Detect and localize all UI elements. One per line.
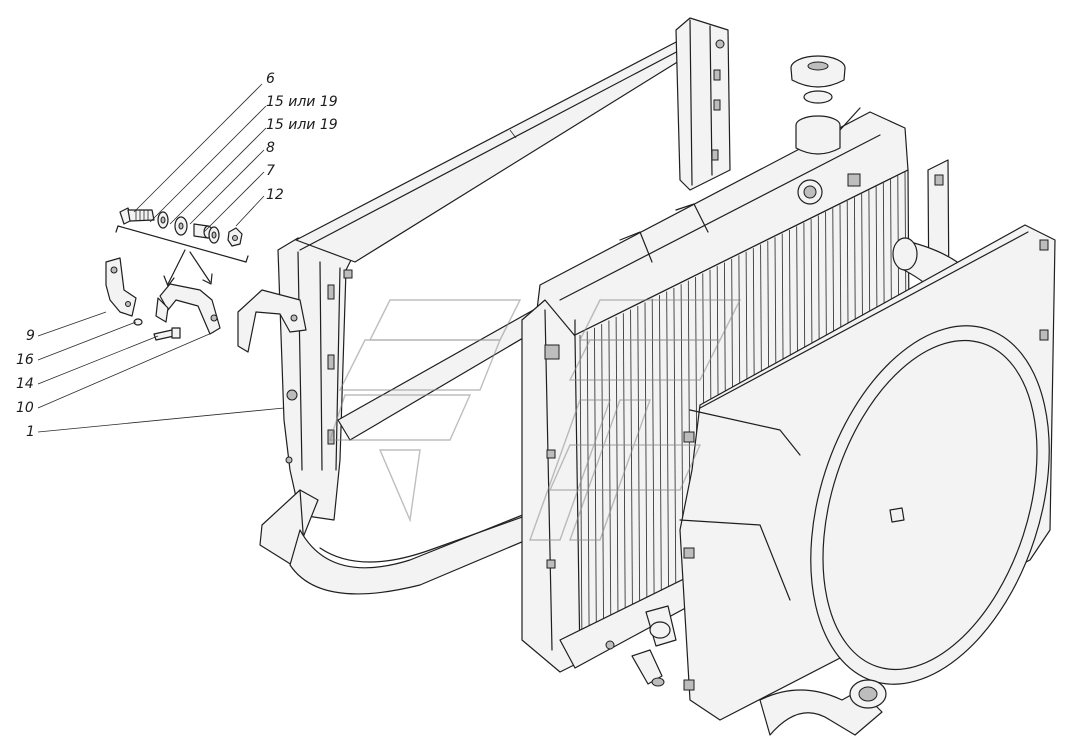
callout-labels: 6 15 или 19 15 или 19 8 7 12 9 16 14 10 … [16, 71, 338, 440]
radiator-cap [790, 55, 846, 104]
callout-15-or-19-a: 15 или 19 [266, 94, 338, 110]
radiator-fin-line [615, 316, 619, 636]
callout-14: 14 [16, 376, 34, 392]
callout-9: 9 [26, 328, 35, 344]
callout-12: 12 [266, 187, 284, 203]
radiator-fin-line [601, 324, 605, 644]
callout-6: 6 [266, 71, 275, 87]
radiator-fin-line [637, 306, 641, 625]
screw-14 [153, 327, 181, 341]
radiator-fin-line [666, 291, 670, 610]
bracket-9 [105, 257, 137, 317]
radiator-fin-line [673, 287, 677, 606]
callout-8: 8 [266, 140, 275, 156]
radiator-fin-line [579, 334, 583, 656]
radiator-fin-line [586, 331, 590, 652]
radiator-fin-line [658, 295, 662, 613]
radiator-fin-line [608, 320, 612, 640]
radiator-fin-line [644, 302, 648, 621]
watermark-logo [329, 299, 742, 541]
fastener-stack [115, 207, 249, 287]
leader-lines [37, 83, 285, 433]
fan-shroud [679, 224, 1056, 721]
callout-7: 7 [266, 163, 275, 179]
bracket-10 [155, 283, 221, 335]
mounting-plate [237, 289, 307, 353]
callout-1: 1 [26, 424, 35, 440]
callout-16: 16 [16, 352, 34, 368]
callout-15-or-19-b: 15 или 19 [266, 117, 338, 133]
radiator-fin-line [593, 327, 597, 648]
drain-plug [889, 507, 905, 523]
radiator-fin-line [630, 309, 634, 629]
drain-valve [631, 605, 677, 687]
lower-hose [759, 679, 887, 736]
washer-16 [133, 318, 143, 326]
radiator-fin-line [651, 298, 655, 617]
callout-10: 10 [16, 400, 34, 416]
